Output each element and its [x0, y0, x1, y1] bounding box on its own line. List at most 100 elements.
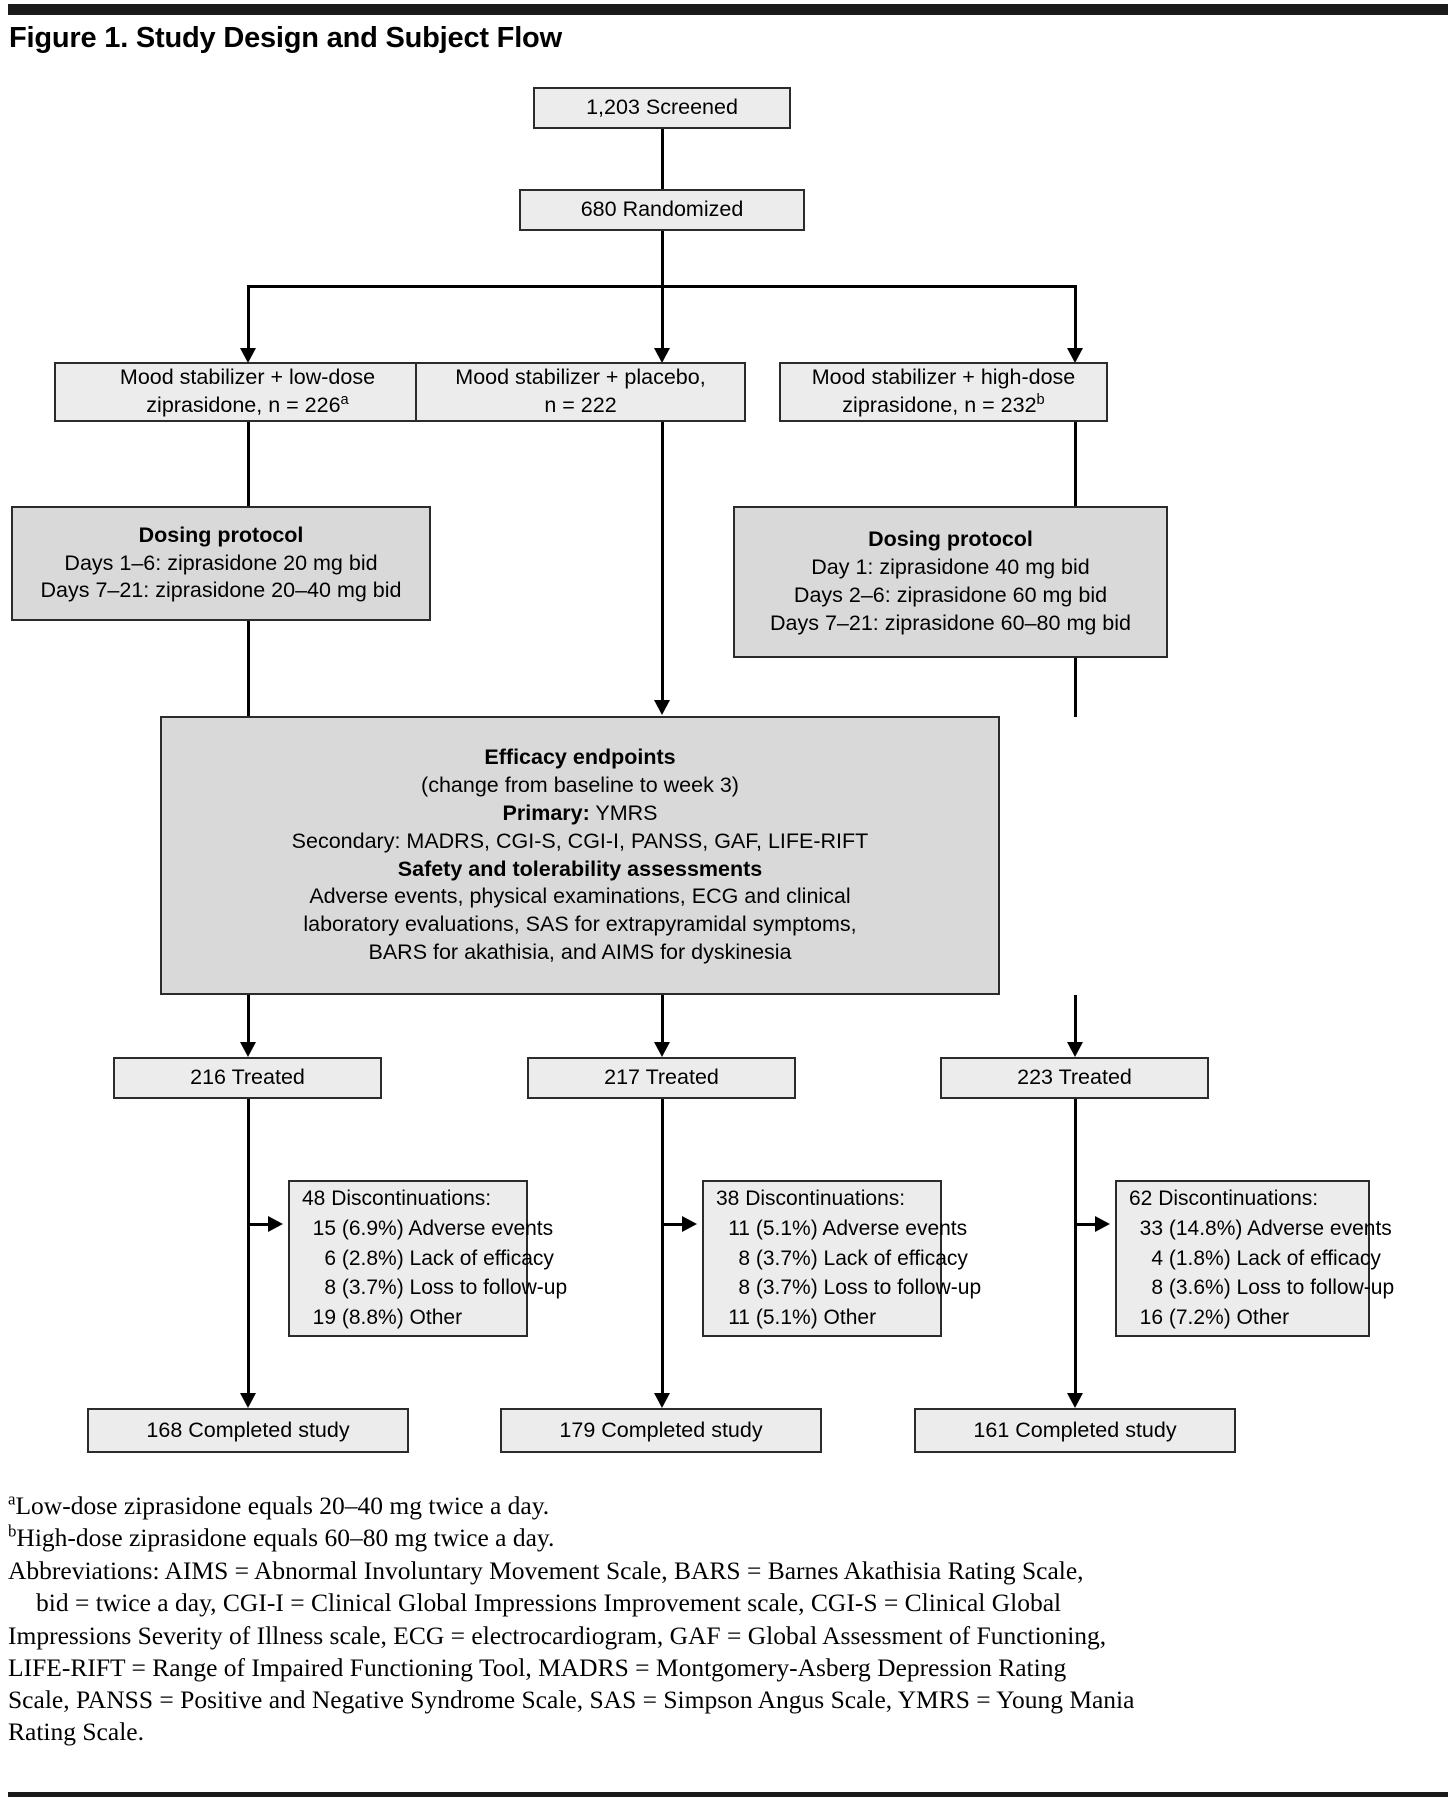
discontinuation-row: 11 (5.1%) Adverse events	[728, 1216, 968, 1240]
connector-branch-disc2	[661, 1223, 685, 1226]
abbrev-line-5: Scale, PANSS = Positive and Negative Syn…	[8, 1684, 1135, 1714]
box-completed-placebo: 179 Completed study	[500, 1408, 822, 1453]
abbrev-line-2: bid = twice a day, CGI-I = Clinical Glob…	[36, 1588, 1062, 1618]
treated-high-dose-label: 223 Treated	[1017, 1065, 1132, 1090]
discontinuation-row: 8 (3.6%) Loss to follow-up	[1151, 1276, 1395, 1300]
connector-endpoints-to-treated1	[247, 995, 250, 1044]
box-completed-low-dose: 168 Completed study	[87, 1408, 409, 1453]
arm-high-dose-line2: ziprasidone, n = 232b	[842, 391, 1045, 417]
connector-dosing-low-to-endpoints	[247, 621, 250, 717]
arrow-to-treated3	[1067, 1042, 1083, 1057]
figure-title: Figure 1. Study Design and Subject Flow	[9, 22, 562, 54]
connector-branch-disc1	[247, 1223, 271, 1226]
box-treated-high-dose: 223 Treated	[940, 1057, 1209, 1099]
treated-placebo-label: 217 Treated	[604, 1065, 719, 1090]
box-arm-low-dose: Mood stabilizer + low-dose ziprasidone, …	[54, 362, 441, 422]
bottom-rule	[8, 1792, 1448, 1797]
connector-screened-to-randomized	[661, 129, 664, 189]
completed-low-dose-label: 168 Completed study	[146, 1417, 350, 1442]
endpoints-secondary: Secondary: MADRS, CGI-S, CGI-I, PANSS, G…	[291, 828, 869, 853]
arm-low-dose-line2: ziprasidone, n = 226a	[146, 391, 349, 417]
box-screened-label: 1,203 Screened	[586, 95, 738, 120]
discontinuation-row: 16 (7.2%) Other	[1139, 1306, 1290, 1330]
discontinuations-placebo-header: 38 Discontinuations:	[716, 1186, 906, 1210]
box-discontinuations-placebo: 38 Discontinuations: 11 (5.1%) Adverse e…	[702, 1180, 981, 1337]
endpoints-heading-efficacy: Efficacy endpoints	[484, 744, 676, 769]
connector-bus-to-arm2	[661, 285, 664, 350]
connector-endpoints-to-treated2	[661, 995, 664, 1044]
abbrev-line-6: Rating Scale.	[8, 1716, 144, 1746]
top-rule	[8, 4, 1448, 15]
discontinuation-row: 8 (3.7%) Loss to follow-up	[324, 1276, 568, 1300]
arrow-to-arm1	[240, 348, 256, 363]
box-completed-high-dose: 161 Completed study	[914, 1408, 1236, 1453]
footnote-b: bHigh-dose ziprasidone equals 60–80 mg t…	[8, 1522, 1440, 1554]
connector-treated2-to-completed2	[661, 1099, 664, 1395]
discontinuation-row: 15 (6.9%) Adverse events	[312, 1216, 554, 1240]
footnote-a-marker: a	[8, 1489, 16, 1509]
discontinuation-row: 33 (14.8%) Adverse events	[1139, 1216, 1392, 1240]
dosing-high-line-3: Days 7–21: ziprasidone 60–80 mg bid	[770, 610, 1131, 635]
connector-randomized-down	[661, 231, 664, 287]
dosing-high-line-1: Day 1: ziprasidone 40 mg bid	[811, 555, 1090, 580]
dosing-high-line-2: Days 2–6: ziprasidone 60 mg bid	[793, 583, 1108, 607]
box-treated-placebo: 217 Treated	[527, 1057, 796, 1099]
footnote-b-text: High-dose ziprasidone equals 60–80 mg tw…	[16, 1523, 555, 1553]
arrow-to-completed2	[654, 1393, 670, 1408]
box-treated-low-dose: 216 Treated	[113, 1057, 382, 1099]
abbrev-line-4: LIFE-RIFT = Range of Impaired Functionin…	[8, 1652, 1067, 1682]
abbreviations-block: Abbreviations: AIMS = Abnormal Involunta…	[8, 1555, 1440, 1748]
box-randomized-label: 680 Randomized	[580, 197, 744, 222]
completed-placebo-label: 179 Completed study	[559, 1417, 763, 1442]
safety-line-3: BARS for akathisia, and AIMS for dyskine…	[368, 940, 792, 965]
arrow-to-arm3	[1067, 348, 1083, 363]
endpoints-primary: Primary: YMRS	[502, 800, 658, 825]
box-dosing-protocol-high: Dosing protocol Day 1: ziprasidone 40 mg…	[733, 506, 1168, 658]
abbrev-line-3: Impressions Severity of Illness scale, E…	[8, 1620, 1107, 1650]
connector-branch-disc3	[1074, 1223, 1098, 1226]
connector-bus-to-arm3	[1074, 285, 1077, 350]
endpoints-change-window: (change from baseline to week 3)	[421, 772, 739, 797]
arrow-to-treated1	[240, 1042, 256, 1057]
dosing-high-heading: Dosing protocol	[868, 527, 1033, 552]
connector-treated3-to-completed3	[1074, 1099, 1077, 1395]
connector-arm1-to-dosing-low	[247, 422, 250, 506]
discontinuations-high-header: 62 Discontinuations:	[1129, 1186, 1319, 1210]
footnotes: aLow-dose ziprasidone equals 20–40 mg tw…	[8, 1490, 1440, 1748]
discontinuation-row: 19 (8.8%) Other	[312, 1306, 463, 1330]
superscript-b: b	[1036, 391, 1045, 408]
dosing-low-line-1: Days 1–6: ziprasidone 20 mg bid	[64, 550, 378, 575]
dosing-low-line-2: Days 7–21: ziprasidone 20–40 mg bid	[40, 578, 402, 603]
connector-arm2-to-endpoints	[661, 422, 664, 702]
box-randomized: 680 Randomized	[519, 189, 805, 231]
footnote-a: aLow-dose ziprasidone equals 20–40 mg tw…	[8, 1490, 1440, 1522]
box-discontinuations-low-dose: 48 Discontinuations: 15 (6.9%) Adverse e…	[288, 1180, 567, 1337]
connector-bus-to-arm1	[247, 285, 250, 350]
arm-placebo-line2: n = 222	[544, 393, 617, 417]
arrow-to-discontinuations3	[1095, 1216, 1110, 1232]
arm-high-dose-line1: Mood stabilizer + high-dose	[811, 365, 1076, 390]
box-discontinuations-high-dose: 62 Discontinuations: 33 (14.8%) Adverse …	[1115, 1180, 1394, 1337]
treated-low-dose-label: 216 Treated	[190, 1065, 305, 1090]
box-arm-high-dose: Mood stabilizer + high-dose ziprasidone,…	[779, 362, 1108, 422]
arrow-to-completed1	[240, 1393, 256, 1408]
arm-low-dose-line1: Mood stabilizer + low-dose	[119, 365, 376, 390]
box-endpoints: Efficacy endpoints (change from baseline…	[160, 716, 1000, 995]
connector-endpoints-to-treated3	[1074, 995, 1077, 1044]
discontinuation-row: 6 (2.8%) Lack of efficacy	[324, 1246, 554, 1270]
box-dosing-protocol-low: Dosing protocol Days 1–6: ziprasidone 20…	[11, 506, 431, 621]
dosing-low-heading: Dosing protocol	[138, 522, 304, 547]
arrow-to-completed3	[1067, 1393, 1083, 1408]
discontinuations-low-header: 48 Discontinuations:	[302, 1186, 492, 1210]
arrow-to-treated2	[654, 1042, 670, 1057]
abbrev-line-1: Abbreviations: AIMS = Abnormal Involunta…	[8, 1556, 1084, 1586]
footnote-a-text: Low-dose ziprasidone equals 20–40 mg twi…	[15, 1491, 550, 1520]
connector-dosing-high-to-endpoints	[1074, 658, 1077, 717]
arm-placebo-line1: Mood stabilizer + placebo,	[455, 365, 706, 390]
discontinuation-row: 11 (5.1%) Other	[728, 1306, 877, 1330]
connector-treated1-to-completed1	[247, 1099, 250, 1395]
arrow-to-endpoints	[654, 700, 670, 715]
endpoints-heading-safety: Safety and tolerability assessments	[397, 856, 763, 881]
discontinuation-row: 8 (3.7%) Lack of efficacy	[738, 1246, 968, 1270]
